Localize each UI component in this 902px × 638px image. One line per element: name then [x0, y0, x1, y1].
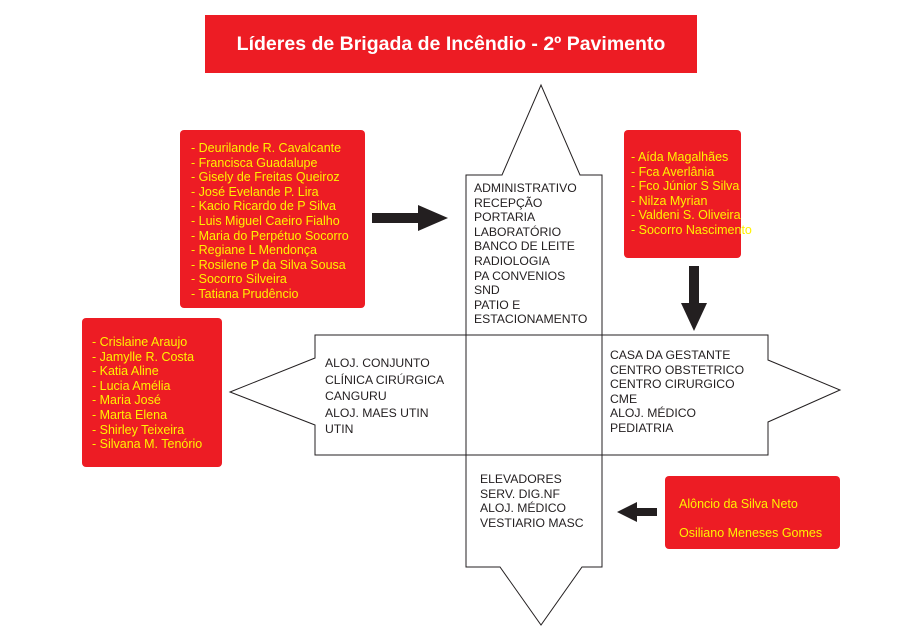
arrow-right-icon — [372, 205, 448, 231]
list-item: ALOJ. CONJUNTO — [325, 356, 430, 370]
list-item: - José Evelande P. Lira — [191, 184, 319, 199]
list-item: ADMINISTRATIVO — [474, 181, 577, 195]
list-item: - Nilza Myrian — [631, 193, 708, 208]
list-item: - Katia Aline — [92, 364, 159, 379]
list-item: - Lucia Amélia — [92, 378, 171, 393]
list-item: PORTARIA — [474, 210, 536, 225]
list-item: - Kacio Ricardo de P Silva — [191, 199, 336, 214]
list-item: - Regiane L Mendonça — [191, 243, 318, 258]
list-item: - Valdeni S. Oliveira — [631, 208, 741, 223]
list-item: - Gisely de Freitas Queiroz — [191, 170, 340, 185]
list-item: ALOJ. MÉDICO — [480, 501, 567, 516]
list-item: ELEVADORES — [480, 472, 562, 486]
list-item: CENTRO CIRURGICO — [610, 377, 735, 392]
list-item: - Rosilene P da Silva Sousa — [191, 257, 346, 272]
list-item: BANCO DE LEITE — [474, 239, 575, 254]
list-item: RECEPÇÃO — [474, 195, 543, 210]
list-item: CASA DA GESTANTE — [610, 348, 731, 362]
list-item: LABORATÓRIO — [474, 224, 562, 239]
list-item: PATIO E — [474, 297, 521, 312]
list-item: - Aída Magalhães — [631, 150, 729, 164]
list-item: - Crislaine Araujo — [92, 335, 188, 349]
page-title: Líderes de Brigada de Incêndio - 2º Pavi… — [205, 15, 697, 73]
list-item: - Socorro Silveira — [191, 272, 287, 287]
arrow-left-icon — [617, 502, 657, 522]
list-item: ALOJ. MÉDICO — [610, 406, 697, 421]
list-item: - Jamylle R. Costa — [92, 349, 195, 364]
team-box-top-left: - Deurilande R. Cavalcante- Francisca Gu… — [180, 130, 365, 308]
area-list-west: ALOJ. CONJUNTO CLÍNICA CIRÚRGICA CANGURU AL… — [325, 355, 444, 438]
list-item: CENTRO OBSTETRICO — [610, 362, 745, 377]
team-box-top-right: - Aída Magalhães- Fca Averlânia- Fco Jún… — [624, 130, 752, 258]
list-item: - Shirley Teixeira — [92, 422, 185, 437]
list-item: ESTACIONAMENTO — [474, 312, 588, 327]
list-item: VESTIARIO MASC — [480, 515, 584, 530]
list-item: ALOJ. MAES UTIN — [325, 405, 429, 420]
cross-inner-lines — [465, 334, 603, 456]
list-item: CANGURU — [325, 389, 387, 403]
list-item: CLÍNICA CIRÚRGICA — [325, 372, 445, 387]
list-item: - Fco Júnior S Silva — [631, 179, 740, 194]
list-item: - Francisca Guadalupe — [191, 155, 318, 170]
list-item: - Marta Elena — [92, 407, 168, 422]
list-item: Alôncio da Silva Neto — [679, 497, 798, 511]
list-item: - Socorro Nascimento — [631, 222, 752, 237]
arrow-down-icon — [681, 266, 707, 331]
list-item: UTIN — [325, 422, 354, 436]
list-item: - Maria do Perpétuo Socorro — [191, 228, 349, 243]
list-item: Osiliano Meneses Gomes — [679, 526, 823, 540]
list-item: - Luis Miguel Caeiro Fialho — [191, 213, 340, 228]
team-box-left: - Crislaine Araujo- Jamylle R. Costa- Ka… — [82, 318, 222, 467]
list-item: PEDIATRIA — [610, 420, 674, 435]
list-item: RADIOLOGIA — [474, 253, 550, 268]
list-item: SERV. DIG.NF — [480, 486, 560, 501]
list-item: - Silvana M. Tenório — [92, 437, 203, 452]
list-item: PA CONVENIOS — [474, 268, 566, 283]
list-item: - Fca Averlânia — [631, 164, 715, 179]
list-item: SND — [474, 283, 500, 298]
list-item: - Tatiana Prudêncio — [191, 286, 299, 301]
list-item: - Deurilande R. Cavalcante — [191, 141, 342, 155]
list-item: CME — [610, 391, 638, 406]
list-item: - Maria José — [92, 393, 161, 408]
